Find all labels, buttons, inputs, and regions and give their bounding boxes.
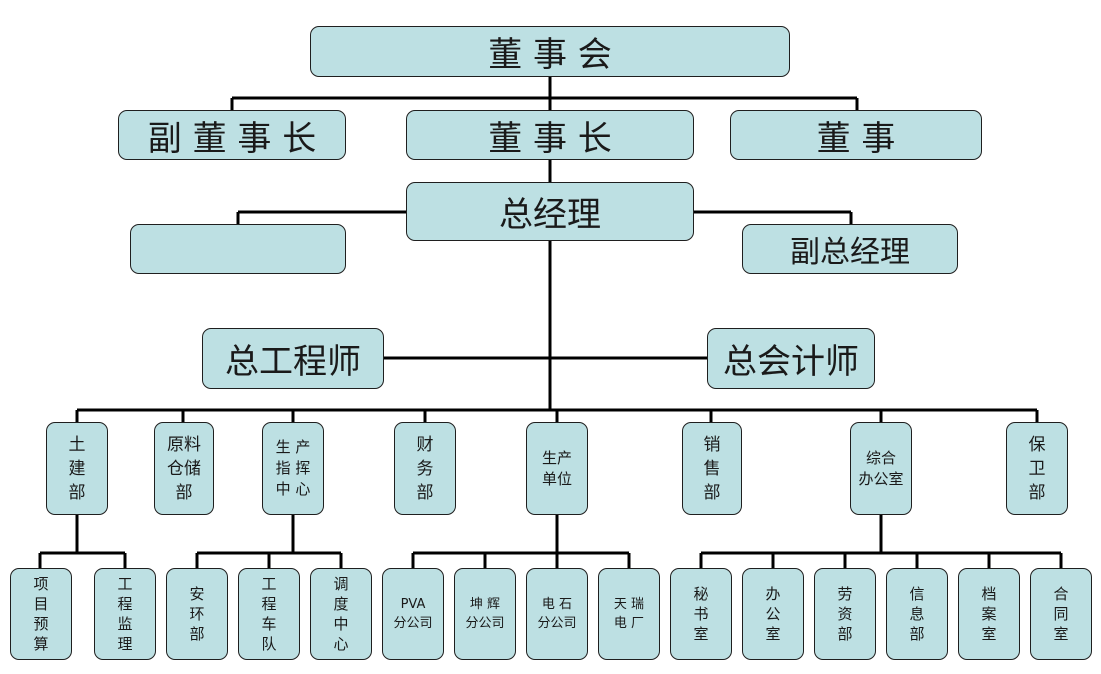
production-command-center-box: 生 产 指 挥 中 心 bbox=[262, 422, 324, 515]
general-manager-box: 总经理 bbox=[406, 182, 694, 241]
pva-branch-box: PVA 分公司 bbox=[382, 568, 444, 660]
board-of-directors-box: 董 事 会 bbox=[310, 26, 790, 77]
security-dept-box: 保 卫 部 bbox=[1006, 422, 1068, 515]
general-office-box: 综合 办公室 bbox=[850, 422, 912, 515]
labor-capital-dept-box: 劳 资 部 bbox=[814, 568, 876, 660]
contracts-room-box: 合 同 室 bbox=[1030, 568, 1092, 660]
chief-accountant-box: 总会计师 bbox=[707, 328, 875, 389]
safety-environment-dept-box: 安 环 部 bbox=[166, 568, 228, 660]
sales-dept-box: 销 售 部 bbox=[682, 422, 742, 515]
tianrui-power-plant-box: 天 瑞 电 厂 bbox=[598, 568, 660, 660]
civil-engineering-dept-box: 土 建 部 bbox=[46, 422, 108, 515]
materials-storage-dept-box: 原料 仓储 部 bbox=[154, 422, 214, 515]
calcium-carbide-branch-box: 电 石 分公司 bbox=[526, 568, 588, 660]
vice-chairman-box: 副 董 事 长 bbox=[118, 110, 346, 160]
dispatch-center-box: 调 度 中 心 bbox=[310, 568, 372, 660]
archives-room-box: 档 案 室 bbox=[958, 568, 1020, 660]
project-budget-box: 项 目 预 算 bbox=[10, 568, 72, 660]
engineering-fleet-box: 工 程 车 队 bbox=[238, 568, 300, 660]
information-dept-box: 信 息 部 bbox=[886, 568, 948, 660]
chief-engineer-box: 总工程师 bbox=[202, 328, 384, 389]
chairman-box: 董 事 长 bbox=[406, 110, 694, 160]
production-unit-box: 生产 单位 bbox=[526, 422, 588, 515]
kunhui-branch-box: 坤 辉 分公司 bbox=[454, 568, 516, 660]
engineering-supervision-box: 工 程 监 理 bbox=[94, 568, 156, 660]
secretariat-box: 秘 书 室 bbox=[670, 568, 732, 660]
office-box: 办 公 室 bbox=[742, 568, 804, 660]
blank-box bbox=[130, 224, 346, 274]
director-box: 董 事 bbox=[730, 110, 982, 160]
finance-dept-box: 财 务 部 bbox=[394, 422, 456, 515]
deputy-general-manager-box: 副总经理 bbox=[742, 224, 958, 274]
